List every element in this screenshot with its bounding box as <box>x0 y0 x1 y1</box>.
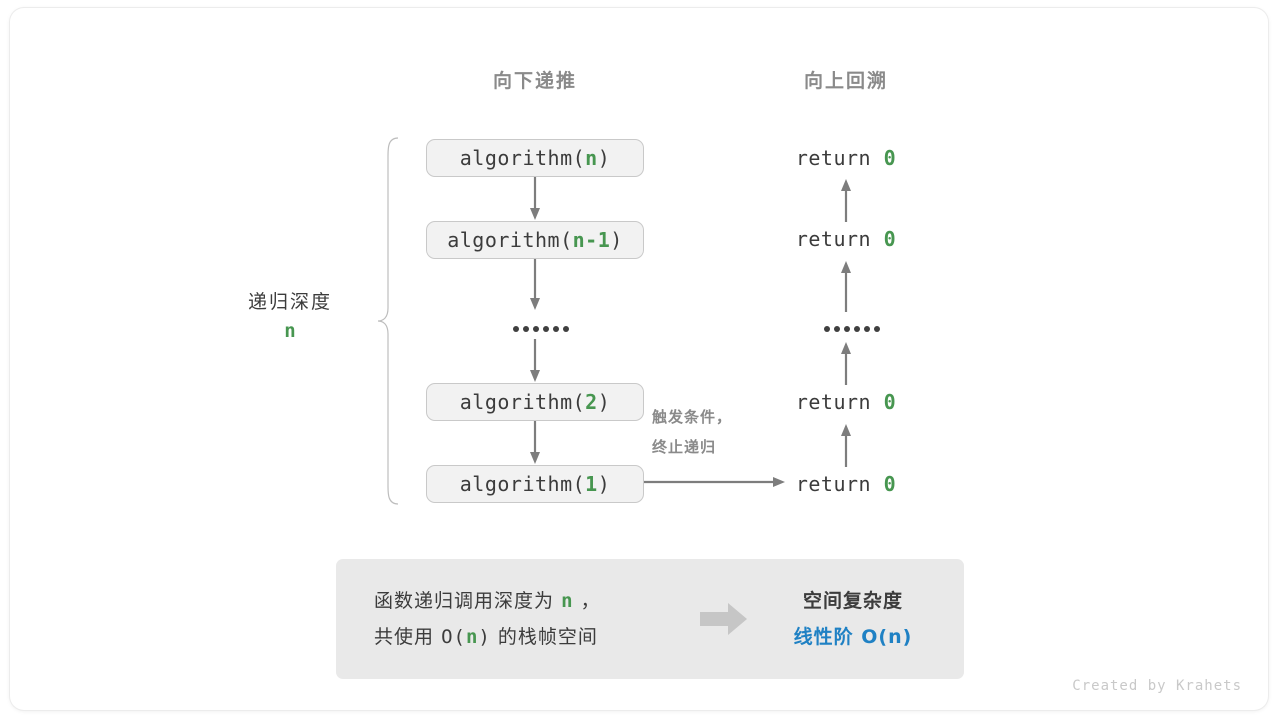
up-arrow-4 <box>840 423 852 467</box>
call-box-1[interactable]: algorithm(1) <box>426 465 644 503</box>
up-arrow-1 <box>840 178 852 222</box>
summary-line-2-text: 共使用 <box>374 626 435 648</box>
summary-line-1-text: 函数递归调用深度为 <box>374 590 555 612</box>
return-label-1: return 0 <box>726 146 966 170</box>
call-box-fn-name: algorithm( <box>447 228 573 252</box>
summary-line-2-highlight: n <box>465 626 479 648</box>
call-box-paren-close: ) <box>597 146 611 170</box>
summary-line-2-bigo-close: ) <box>478 626 491 648</box>
return-value: 0 <box>883 390 897 414</box>
recursion-depth-title: 递归深度 <box>247 291 332 313</box>
call-box-fn-name: algorithm( <box>459 146 586 170</box>
up-arrow-3 <box>840 341 852 385</box>
summary-line-2-bigo-open: O( <box>441 626 466 648</box>
credit-text: Created by Krahets <box>1072 678 1242 694</box>
call-box-n-minus-1[interactable]: algorithm(n-1) <box>426 221 644 259</box>
column-header-recurse-down: 向下递推 <box>492 70 577 92</box>
column-header-backtrack-up: 向上回溯 <box>803 70 888 92</box>
return-keyword: return <box>795 146 872 170</box>
recursion-depth-value: n <box>284 320 296 342</box>
return-label-4: return 0 <box>726 472 966 496</box>
call-box-argument: n-1 <box>572 228 611 252</box>
complexity-result: 空间复杂度 线性阶 O(n) <box>754 583 964 655</box>
call-box-argument: 1 <box>585 472 598 496</box>
complexity-summary-panel: 函数递归调用深度为 n ， 共使用 O(n) 的栈帧空间 空间复杂度 线性阶 O… <box>336 559 964 679</box>
down-arrow-3 <box>529 339 541 383</box>
terminate-note-line-2: 终止递归 <box>652 438 717 456</box>
terminate-condition-note: 触发条件， 终止递归 <box>652 402 782 462</box>
call-box-argument: 2 <box>585 390 598 414</box>
complexity-result-value: 线性阶 O(n) <box>793 626 913 648</box>
return-value: 0 <box>883 227 897 251</box>
return-keyword: return <box>795 390 872 414</box>
return-value: 0 <box>883 146 897 170</box>
diagram-canvas: 向下递推 向上回溯 递归深度 n algorithm(n) algorithm(… <box>10 8 1268 710</box>
summary-description: 函数递归调用深度为 n ， 共使用 O(n) 的栈帧空间 <box>374 583 694 655</box>
return-label-2: return 0 <box>726 227 966 251</box>
up-arrow-2 <box>840 260 852 312</box>
return-keyword: return <box>795 472 872 496</box>
right-block-arrow-icon <box>694 602 754 636</box>
call-box-2[interactable]: algorithm(2) <box>426 383 644 421</box>
summary-line-1-highlight: n <box>561 590 574 612</box>
summary-line-2-tail: 的栈帧空间 <box>497 626 598 648</box>
summary-line-2: 共使用 O(n) 的栈帧空间 <box>374 619 694 655</box>
down-arrow-1 <box>529 177 541 221</box>
ellipsis-dots-left <box>513 326 569 332</box>
call-box-paren-close: ) <box>597 472 611 496</box>
complexity-result-title: 空间复杂度 <box>802 590 903 612</box>
call-box-paren-close: ) <box>610 228 623 252</box>
return-label-3: return 0 <box>726 390 966 414</box>
call-box-fn-name: algorithm( <box>459 472 586 496</box>
return-keyword: return <box>795 227 872 251</box>
summary-line-1-punct: ， <box>580 590 601 612</box>
summary-line-1: 函数递归调用深度为 n ， <box>374 583 694 619</box>
call-box-argument: n <box>585 146 598 170</box>
call-box-paren-close: ) <box>597 390 611 414</box>
terminate-note-line-1: 触发条件， <box>652 408 733 426</box>
ellipsis-dots-right <box>824 326 880 332</box>
recursion-depth-brace <box>376 136 402 506</box>
down-arrow-2 <box>529 259 541 311</box>
call-box-fn-name: algorithm( <box>459 390 586 414</box>
down-arrow-4 <box>529 421 541 465</box>
base-case-arrow <box>644 476 786 488</box>
recursion-depth-label: 递归深度 n <box>210 288 370 346</box>
return-value: 0 <box>883 472 897 496</box>
call-box-n[interactable]: algorithm(n) <box>426 139 644 177</box>
